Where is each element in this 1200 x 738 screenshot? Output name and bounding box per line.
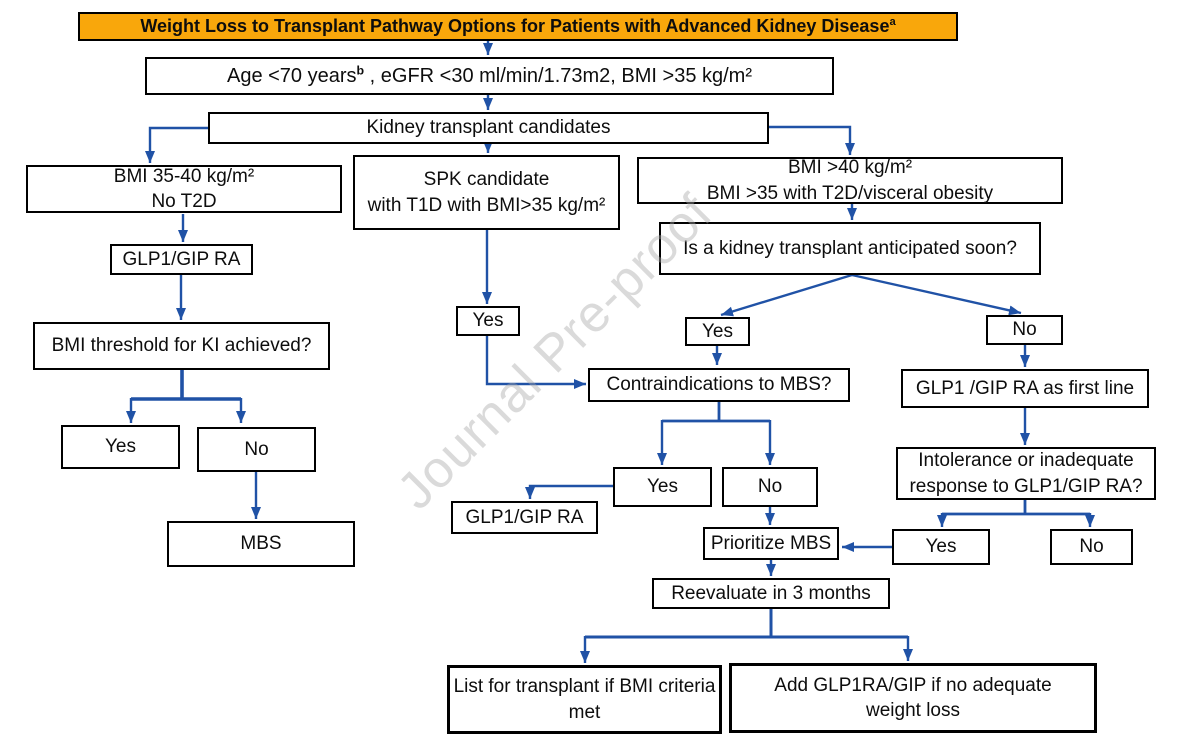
yes-label: Yes (472, 310, 504, 332)
no-label: No (1012, 319, 1037, 341)
glp1-gip-ra-secondary-box: GLP1/GIP RA (451, 501, 598, 534)
reevaluate-label: Reevaluate in 3 months (671, 582, 871, 604)
yes-box-contraindications: Yes (613, 467, 712, 507)
add-glp1-box: Add GLP1RA/GIP if no adequate weight los… (729, 663, 1097, 733)
criteria-box: Age <70 yearsb , eGFR <30 ml/min/1.73m2,… (145, 57, 834, 95)
no-box-contraindications: No (722, 467, 818, 507)
footnote-a: a (889, 16, 896, 28)
mbs-label: MBS (240, 533, 282, 555)
yes-box-threshold: Yes (61, 425, 180, 469)
prioritize-mbs-label: Prioritize MBS (710, 532, 832, 554)
intolerance-box: Intolerance or inadequate response to GL… (896, 447, 1156, 500)
glp1-gip-ra-box: GLP1/GIP RA (110, 244, 253, 275)
mbs-box: MBS (167, 521, 355, 567)
yes-label: Yes (925, 536, 957, 558)
glp1-gip-ra-label: GLP1/GIP RA (465, 506, 584, 528)
yes-label: Yes (702, 320, 733, 342)
list-transplant-box: List for transplant if BMI criteria met (447, 665, 722, 734)
transplant-anticipated-label: Is a kidney transplant anticipated soon? (683, 237, 1017, 259)
intolerance-line2: response to GLP1/GIP RA? (909, 475, 1143, 497)
bmi-35-40-line1: BMI 35-40 kg/m² (113, 165, 255, 187)
contraindications-box: Contraindications to MBS? (588, 368, 850, 402)
bmi-threshold-label: BMI threshold for KI achieved? (51, 335, 312, 357)
bmi-40-box: BMI >40 kg/m² BMI >35 with T2D/visceral … (637, 157, 1063, 204)
no-box-intolerance: No (1050, 529, 1133, 565)
bmi-threshold-box: BMI threshold for KI achieved? (33, 322, 330, 370)
no-label: No (757, 476, 783, 498)
glp1-first-line-label: GLP1 /GIP RA as first line (915, 377, 1135, 399)
spk-line2: with T1D with BMI>35 kg/m² (367, 194, 606, 216)
bmi-35-40-box: BMI 35-40 kg/m² No T2D (26, 165, 342, 213)
yes-label: Yes (105, 436, 136, 458)
add-glp1-line1: Add GLP1RA/GIP if no adequate (774, 674, 1052, 696)
footnote-b: b (356, 63, 365, 78)
yes-box-anticipated: Yes (685, 317, 750, 346)
kidney-candidates-label: Kidney transplant candidates (366, 117, 611, 139)
no-label: No (244, 438, 269, 460)
title-banner: Weight Loss to Transplant Pathway Option… (78, 12, 958, 41)
title-text: Weight Loss to Transplant Pathway Option… (140, 16, 896, 36)
list-transplant-line1: List for transplant if BMI criteria (453, 676, 716, 698)
yes-box-spk: Yes (456, 306, 520, 336)
kidney-candidates-box: Kidney transplant candidates (208, 112, 769, 144)
yes-label: Yes (647, 476, 678, 498)
yes-box-intolerance: Yes (892, 529, 990, 565)
criteria-text: Age <70 yearsb , eGFR <30 ml/min/1.73m2,… (226, 63, 753, 87)
bmi-40-line2: BMI >35 with T2D/visceral obesity (706, 182, 994, 204)
list-transplant-line2: met (568, 701, 601, 723)
intolerance-line1: Intolerance or inadequate (918, 450, 1134, 472)
no-label: No (1079, 536, 1104, 558)
no-box-threshold: No (197, 427, 316, 472)
glp1-first-line-box: GLP1 /GIP RA as first line (901, 369, 1149, 408)
spk-line1: SPK candidate (423, 169, 550, 191)
bmi-40-line1: BMI >40 kg/m² (787, 157, 913, 179)
contraindications-label: Contraindications to MBS? (606, 374, 832, 396)
bmi-35-40-line2: No T2D (151, 191, 217, 212)
no-box-anticipated: No (986, 315, 1063, 345)
prioritize-mbs-box: Prioritize MBS (703, 527, 839, 560)
reevaluate-box: Reevaluate in 3 months (652, 578, 890, 609)
add-glp1-line2: weight loss (866, 700, 960, 721)
glp1-gip-ra-label: GLP1/GIP RA (122, 248, 241, 270)
transplant-anticipated-box: Is a kidney transplant anticipated soon? (659, 222, 1041, 275)
spk-candidate-box: SPK candidate with T1D with BMI>35 kg/m² (353, 155, 620, 230)
